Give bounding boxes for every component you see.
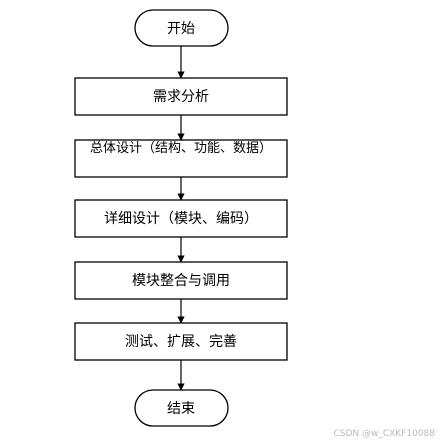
process-box-module-integration: 模块整合与调用 xyxy=(74,261,288,300)
process-box-testing: 测试、扩展、完善 xyxy=(74,322,288,361)
process-label: 测试、扩展、完善 xyxy=(125,334,237,350)
process-label: 总体设计（结构、功能、数据） xyxy=(89,141,272,156)
process-box-detailed-design: 详细设计（模块、编码） xyxy=(74,199,288,238)
end-node: 结束 xyxy=(134,389,229,427)
process-box-requirements: 需求分析 xyxy=(74,77,288,116)
process-box-overall-design: 总体设计（结构、功能、数据） xyxy=(74,139,288,178)
process-label: 模块整合与调用 xyxy=(132,273,230,289)
end-label: 结束 xyxy=(167,401,195,417)
start-node: 开始 xyxy=(134,9,229,47)
process-label: 详细设计（模块、编码） xyxy=(104,211,258,227)
start-label: 开始 xyxy=(167,21,195,37)
watermark-text: CSDN @w_CXKF10088 xyxy=(333,429,435,439)
process-label: 需求分析 xyxy=(153,89,209,105)
